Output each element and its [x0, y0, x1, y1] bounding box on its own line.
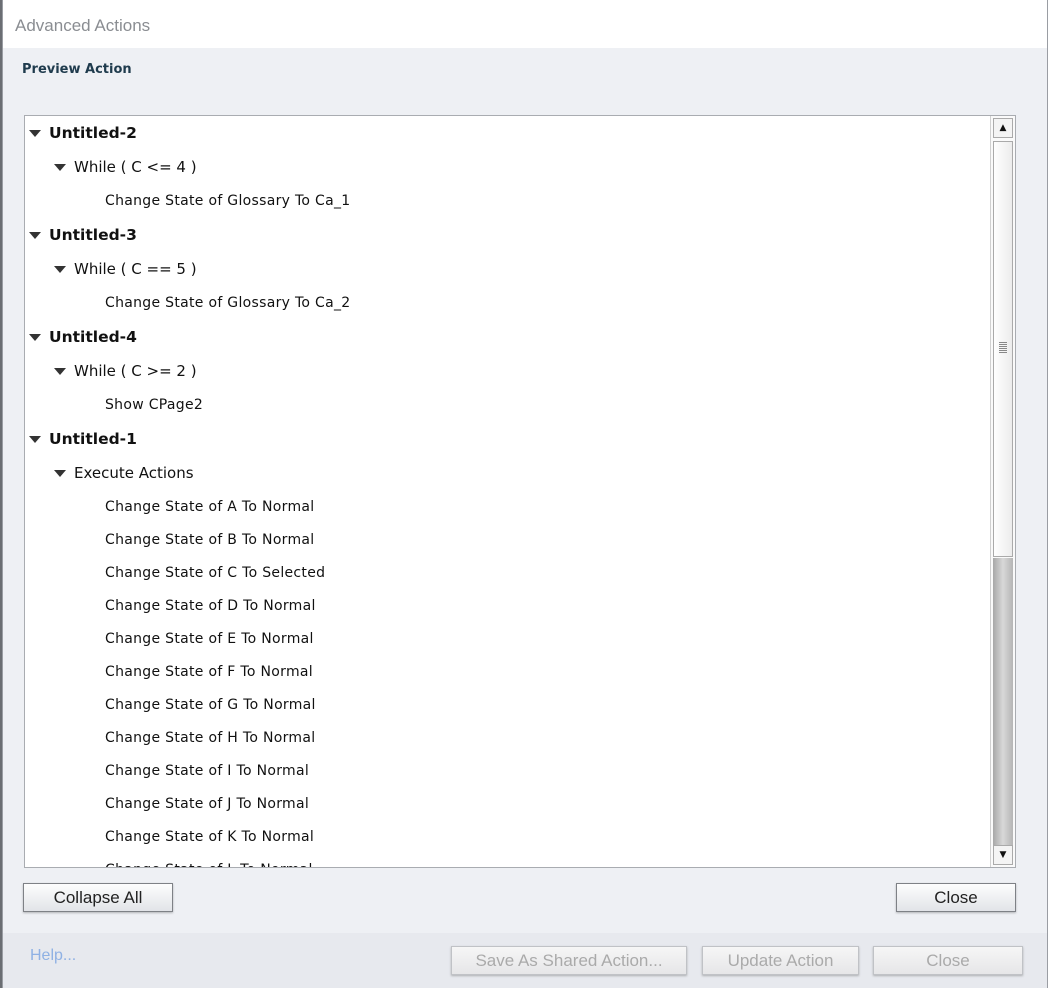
tree-item-label: Change State of H To Normal	[105, 730, 316, 746]
tree-action[interactable]: Change State of H To Normal	[105, 726, 315, 750]
update-action-button[interactable]: Update Action	[702, 946, 859, 975]
tree-group[interactable]: Untitled-2	[29, 121, 137, 145]
tree-action[interactable]: Change State of B To Normal	[105, 528, 315, 552]
tree-item-label: Show CPage2	[105, 397, 204, 413]
expand-arrow-icon[interactable]	[54, 368, 66, 375]
title-bar: Advanced Actions	[3, 0, 1047, 48]
tree-action[interactable]: Change State of I To Normal	[105, 759, 309, 783]
tree-item-label: Untitled-1	[49, 430, 137, 448]
expand-arrow-icon[interactable]	[29, 232, 41, 239]
tree-item-label: Change State of B To Normal	[105, 532, 315, 548]
tree-action[interactable]: Show CPage2	[105, 393, 203, 417]
scroll-up-button[interactable]: ▲	[993, 118, 1013, 138]
vertical-scrollbar[interactable]: ▲ ▼	[990, 116, 1015, 867]
tree-action[interactable]: Change State of J To Normal	[105, 792, 309, 816]
scroll-track[interactable]	[993, 558, 1013, 845]
collapse-all-button[interactable]: Collapse All	[23, 883, 173, 912]
close-preview-button[interactable]: Close	[896, 883, 1016, 912]
tree-action[interactable]: Change State of Glossary To Ca_2	[105, 291, 351, 315]
expand-arrow-icon[interactable]	[29, 334, 41, 341]
tree-item-label: Change State of G To Normal	[105, 697, 316, 713]
tree-block[interactable]: While ( C == 5 )	[54, 257, 197, 281]
tree-block[interactable]: Execute Actions	[54, 461, 194, 485]
tree-item-label: Change State of L To Normal	[105, 862, 313, 867]
tree-item-label: Change State of E To Normal	[105, 631, 314, 647]
tree-block[interactable]: While ( C <= 4 )	[54, 155, 197, 179]
tree-group[interactable]: Untitled-1	[29, 427, 137, 451]
tree-group[interactable]: Untitled-3	[29, 223, 137, 247]
tree-block[interactable]: While ( C >= 2 )	[54, 359, 197, 383]
expand-arrow-icon[interactable]	[54, 470, 66, 477]
tree-action[interactable]: Change State of A To Normal	[105, 495, 314, 519]
expand-arrow-icon[interactable]	[54, 266, 66, 273]
tree-item-label: Change State of I To Normal	[105, 763, 310, 779]
tree-item-label: While ( C <= 4 )	[74, 158, 197, 176]
tree-item-label: Change State of Glossary To Ca_2	[105, 295, 351, 311]
help-link[interactable]: Help...	[30, 947, 77, 964]
tree-item-label: Untitled-4	[49, 328, 137, 346]
tree-item-label: Change State of D To Normal	[105, 598, 316, 614]
expand-arrow-icon[interactable]	[29, 130, 41, 137]
scroll-thumb[interactable]	[993, 141, 1013, 557]
dialog-title: Advanced Actions	[15, 16, 151, 35]
tree-action[interactable]: Change State of L To Normal	[105, 858, 313, 867]
tree-action[interactable]: Change State of E To Normal	[105, 627, 314, 651]
tree-action[interactable]: Change State of K To Normal	[105, 825, 314, 849]
tree-item-label: Change State of K To Normal	[105, 829, 315, 845]
tree-item-label: While ( C >= 2 )	[74, 362, 197, 380]
tree-action[interactable]: Change State of G To Normal	[105, 693, 316, 717]
tree-item-label: Change State of A To Normal	[105, 499, 315, 515]
tree-action[interactable]: Change State of D To Normal	[105, 594, 316, 618]
tree-action[interactable]: Change State of Glossary To Ca_1	[105, 189, 351, 213]
dialog-footer: Help... Save As Shared Action... Update …	[3, 933, 1047, 988]
scroll-down-button[interactable]: ▼	[993, 845, 1013, 865]
close-button[interactable]: Close	[873, 946, 1023, 975]
section-label: Preview Action	[22, 62, 132, 77]
tree-item-label: While ( C == 5 )	[74, 260, 197, 278]
tree-group[interactable]: Untitled-4	[29, 325, 137, 349]
tree-action[interactable]: Change State of C To Selected	[105, 561, 325, 585]
save-as-shared-action-button[interactable]: Save As Shared Action...	[451, 946, 687, 975]
tree-item-label: Execute Actions	[74, 464, 194, 482]
grip-icon	[999, 342, 1007, 354]
tree-item-label: Change State of C To Selected	[105, 565, 326, 581]
expand-arrow-icon[interactable]	[29, 436, 41, 443]
tree-item-label: Change State of Glossary To Ca_1	[105, 193, 351, 209]
tree-item-label: Untitled-2	[49, 124, 137, 142]
tree-item-label: Change State of F To Normal	[105, 664, 313, 680]
tree-item-label: Untitled-3	[49, 226, 137, 244]
tree-action[interactable]: Change State of F To Normal	[105, 660, 313, 684]
expand-arrow-icon[interactable]	[54, 164, 66, 171]
tree-item-label: Change State of J To Normal	[105, 796, 310, 812]
